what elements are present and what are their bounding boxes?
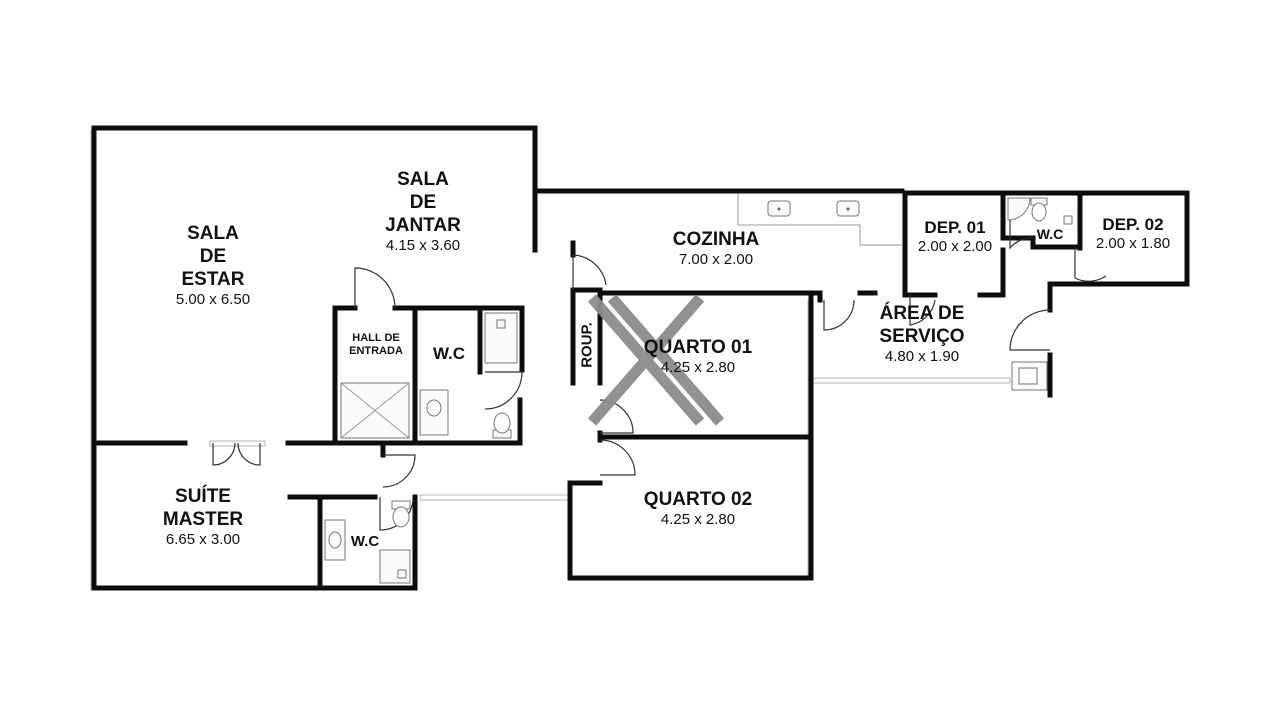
- sink-icon: [324, 519, 346, 561]
- room-dimensions: 7.00 x 2.00: [678, 251, 754, 268]
- door-swing-icon: [1074, 247, 1107, 282]
- room-wc-dep: W.C: [1037, 226, 1063, 242]
- door-swing-icon: [909, 295, 936, 326]
- room-dimensions: 4.25 x 2.80: [660, 359, 736, 376]
- room-hall-entrada: HALL DE ENTRADA: [349, 332, 403, 358]
- room-suite-master: SUÍTE MASTER 6.65 x 3.00: [163, 485, 243, 549]
- room-dimensions: 2.00 x 2.00: [917, 238, 993, 255]
- watermark-logo: [587, 294, 725, 426]
- room-name: MASTER: [162, 509, 244, 530]
- room-name: DEP. 01: [924, 218, 986, 237]
- room-name: HALL DE: [352, 332, 400, 344]
- window-icon: [809, 377, 1011, 384]
- room-name: ENTRADA: [349, 345, 403, 357]
- room-name: QUARTO 02: [643, 489, 753, 510]
- door-swing-icon: [599, 439, 636, 476]
- room-sala-jantar: SALA DE JANTAR 4.15 x 3.60: [385, 168, 461, 255]
- door-swing-icon: [382, 454, 416, 488]
- fixtures: [324, 197, 1073, 584]
- room-name: SALA: [397, 169, 449, 190]
- room-name: DE: [409, 192, 437, 213]
- room-wc-suite: W.C: [351, 533, 379, 551]
- room-roupeiro: ROUP.: [578, 322, 596, 368]
- room-dimensions: 4.25 x 2.80: [660, 511, 736, 528]
- room-wc-hall: W.C: [433, 343, 465, 364]
- door-swing-icon: [484, 371, 523, 410]
- room-cozinha: COZINHA 7.00 x 2.00: [673, 228, 760, 269]
- room-name: ÁREA DE: [879, 303, 965, 324]
- room-dep-02: DEP. 02 2.00 x 1.80: [1096, 214, 1170, 253]
- room-sala-estar: SALA DE ESTAR 5.00 x 6.50: [176, 222, 250, 309]
- room-dimensions: 6.65 x 3.00: [165, 531, 241, 548]
- room-name: DE: [199, 246, 227, 267]
- door-swing-icon: [354, 267, 396, 309]
- room-quarto-02: QUARTO 02 4.25 x 2.80: [644, 488, 752, 529]
- room-name: SERVIÇO: [879, 326, 965, 347]
- kitchen-counter: [737, 193, 902, 246]
- room-name: SUÍTE: [175, 486, 231, 507]
- room-name: W.C: [432, 344, 466, 363]
- door-swing-icon: [572, 254, 607, 290]
- room-dep-01: DEP. 01 2.00 x 2.00: [918, 217, 992, 256]
- door-swing-icon: [1009, 220, 1034, 250]
- room-name: COZINHA: [672, 229, 760, 250]
- window-icon: [419, 494, 571, 501]
- room-name: JANTAR: [385, 215, 461, 236]
- room-dimensions: 4.15 x 3.60: [385, 237, 461, 254]
- walls: [91, 125, 1190, 591]
- room-quarto-01: QUARTO 01 4.25 x 2.80: [644, 336, 752, 377]
- room-dimensions: 2.00 x 1.80: [1095, 235, 1171, 252]
- room-name: DEP. 02: [1102, 215, 1164, 234]
- sink-icon: [419, 389, 449, 436]
- room-name: W.C: [350, 533, 380, 550]
- room-area-servico: ÁREA DE SERVIÇO 4.80 x 1.90: [879, 302, 964, 366]
- room-name: W.C: [1036, 226, 1064, 242]
- door-swing-icon: [823, 299, 855, 331]
- door-swing-icon: [1009, 309, 1051, 351]
- room-name: ESTAR: [181, 269, 245, 290]
- room-dimensions: 4.80 x 1.90: [884, 348, 960, 365]
- room-dimensions: 5.00 x 6.50: [175, 291, 251, 308]
- door-swing-icon: [212, 442, 261, 466]
- room-name: QUARTO 01: [643, 337, 753, 358]
- room-name: SALA: [187, 223, 239, 244]
